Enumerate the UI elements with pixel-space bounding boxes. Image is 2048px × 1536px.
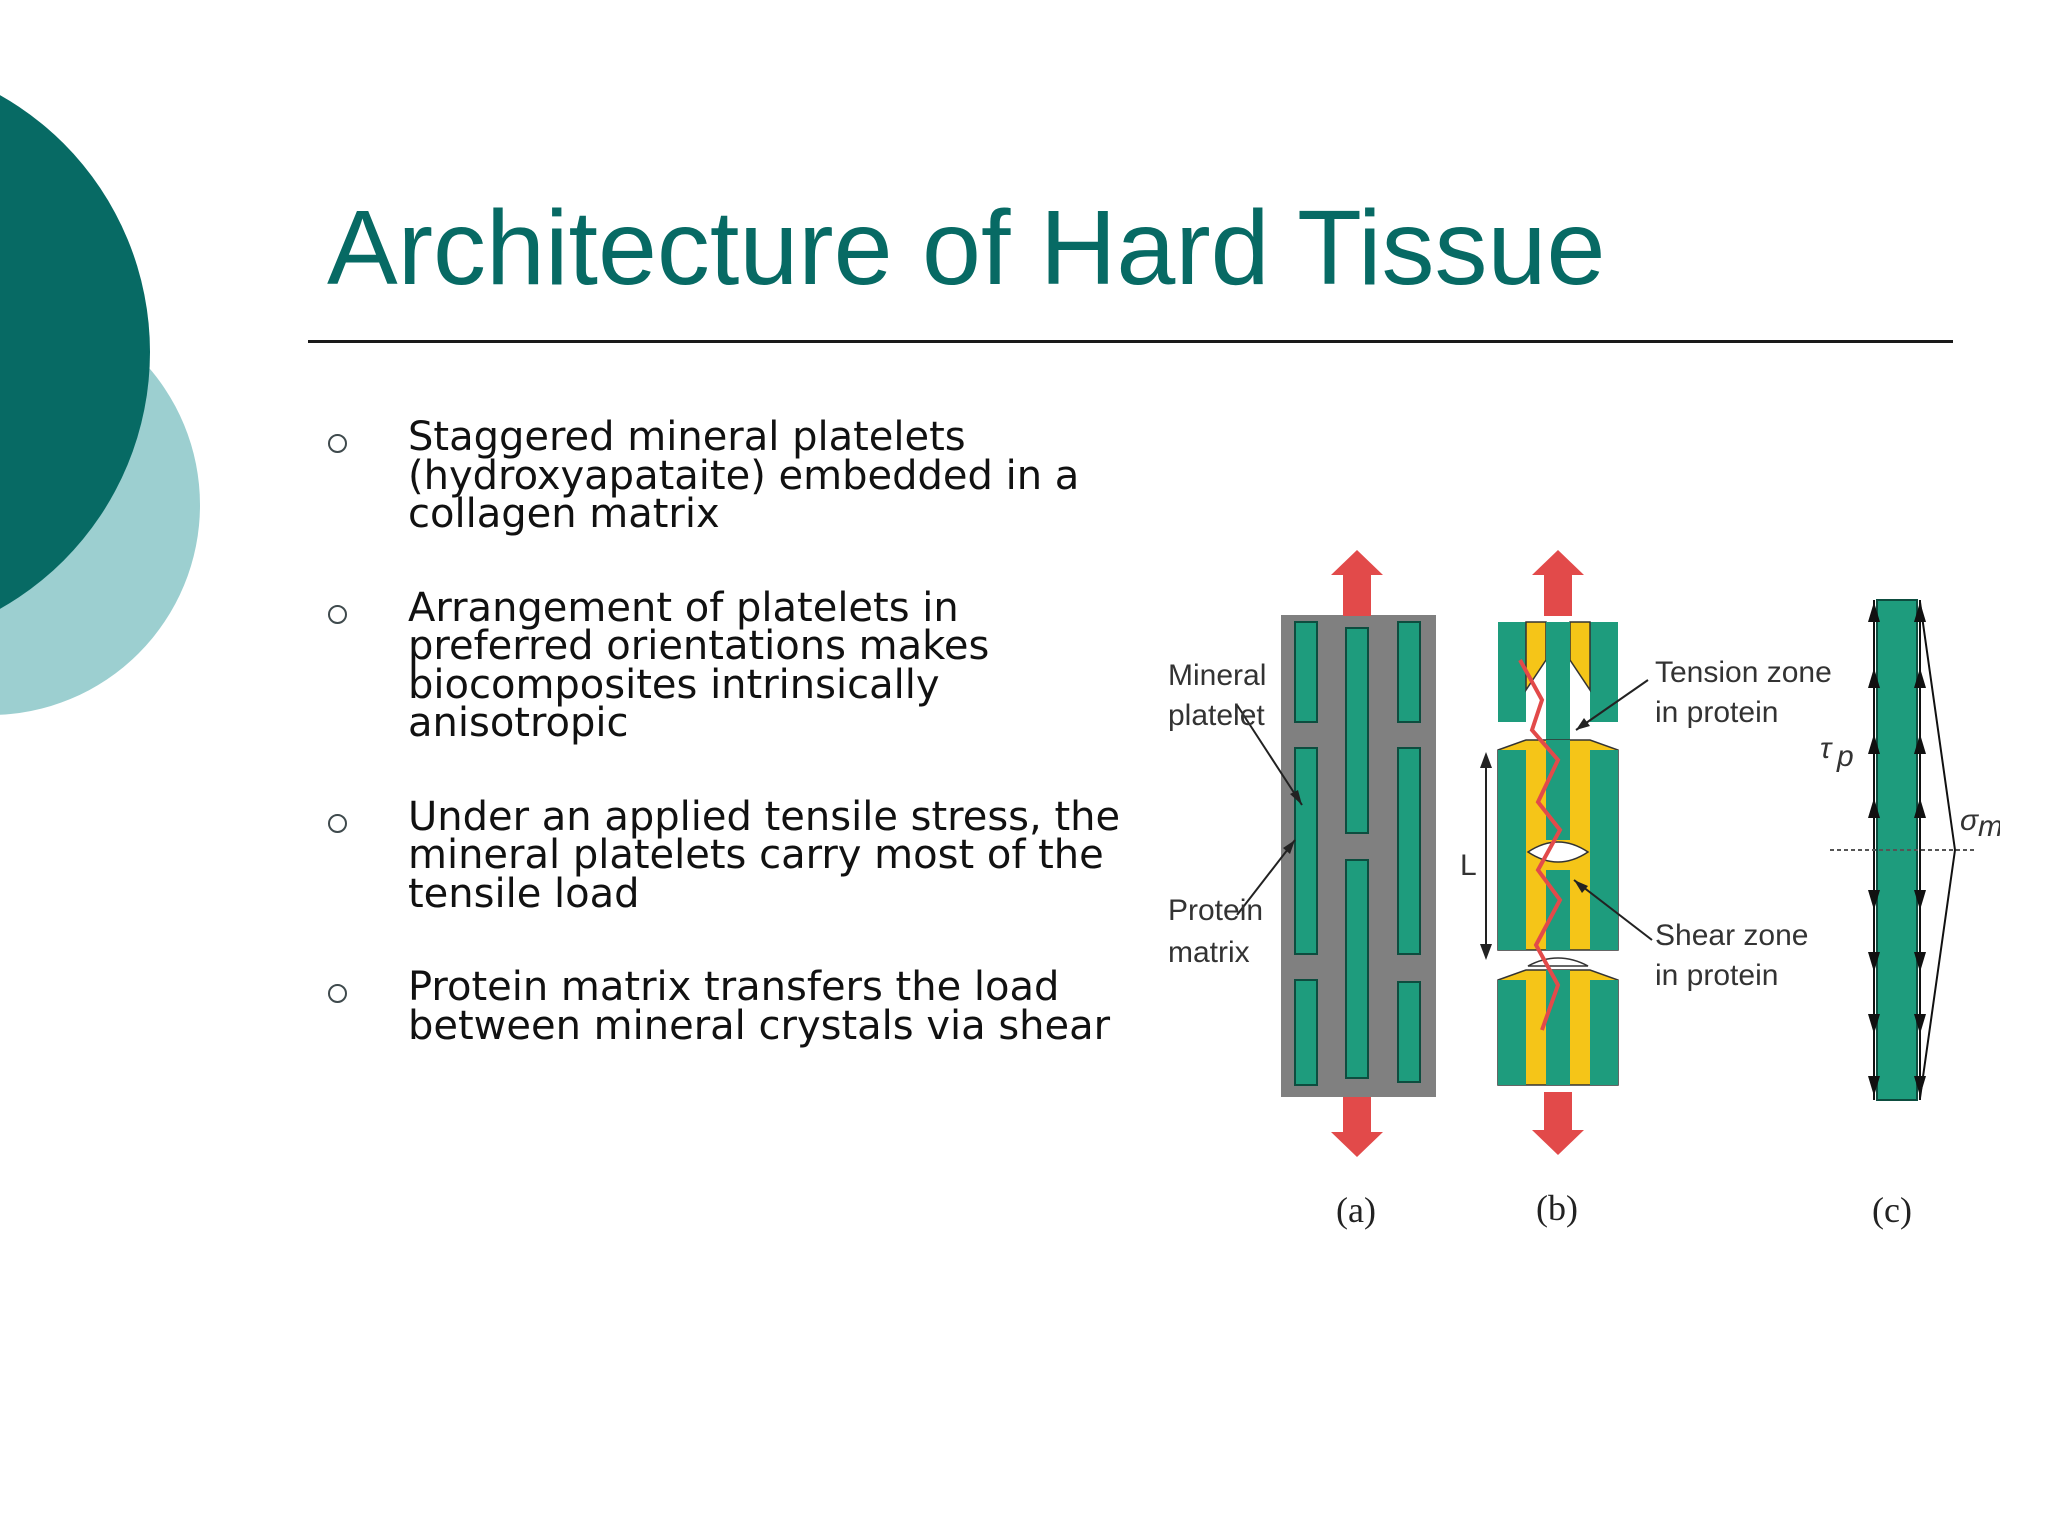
tension-arrow-up-icon xyxy=(1331,550,1383,616)
label-protein-matrix-1: Protein xyxy=(1168,894,1263,927)
label-shear-zone-2: in protein xyxy=(1655,959,1778,992)
mineral-platelet xyxy=(1294,621,1318,723)
dark-circle xyxy=(0,95,150,609)
bullet-item: Staggered mineral platelets (hydroxyapat… xyxy=(328,414,1128,537)
panel-b: L Tension zone in protein Shear zone in … xyxy=(1460,550,1832,1155)
mineral-platelet xyxy=(1345,859,1369,1079)
tension-arrow-up-icon xyxy=(1532,550,1584,616)
mineral-platelet xyxy=(1345,627,1369,834)
bullet-text: Staggered mineral platelets (hydroxyapat… xyxy=(408,414,1080,537)
label-tension-zone-2: in protein xyxy=(1655,696,1778,729)
bullet-item: Under an applied tensile stress, the min… xyxy=(328,793,1128,917)
caption-b: (b) xyxy=(1536,1188,1578,1228)
mineral-platelet xyxy=(1294,747,1318,955)
label-protein-matrix-2: matrix xyxy=(1168,936,1250,969)
mineral-platelet xyxy=(1397,981,1421,1083)
label-sigma-sub: m xyxy=(1978,810,2000,843)
label-mineral-platelet-2: platelet xyxy=(1168,699,1265,732)
decorative-circles xyxy=(0,0,220,820)
bullet-list: Staggered mineral platelets (hydroxyapat… xyxy=(328,414,1128,1100)
bullet-text: Protein matrix transfers the load betwee… xyxy=(408,964,1111,1049)
label-tau-sub: p xyxy=(1836,740,1854,773)
panel-c: τ p σ m xyxy=(1820,599,2000,1101)
label-tension-zone-1: Tension zone xyxy=(1655,656,1832,689)
label-tau: τ xyxy=(1820,732,1833,765)
hollow-circle-bullet-icon xyxy=(328,813,347,833)
hollow-circle-bullet-icon xyxy=(328,604,347,624)
bullet-text: Under an applied tensile stress, the min… xyxy=(408,793,1121,917)
panel-a: Mineral platelet Protein matrix xyxy=(1168,550,1436,1157)
mineral-platelet xyxy=(1294,979,1318,1086)
normal-stress-profile xyxy=(1919,601,1957,1099)
caption-a: (a) xyxy=(1336,1190,1376,1230)
mineral-platelet xyxy=(1397,621,1421,723)
label-shear-zone-1: Shear zone xyxy=(1655,919,1808,952)
label-length: L xyxy=(1460,849,1477,882)
hollow-circle-bullet-icon xyxy=(328,434,347,453)
title-divider xyxy=(308,340,1953,343)
tension-arrow-down-icon xyxy=(1331,1097,1383,1157)
label-mineral-platelet-1: Mineral xyxy=(1168,659,1266,692)
mineral-platelet xyxy=(1397,747,1421,955)
hollow-circle-bullet-icon xyxy=(328,984,347,1003)
slide-title: Architecture of Hard Tissue xyxy=(327,189,1606,307)
caption-c: (c) xyxy=(1872,1190,1912,1230)
bone-structure-figure: Mineral platelet Protein matrix xyxy=(1140,540,2000,1240)
bullet-item: Arrangement of platelets in preferred or… xyxy=(328,584,1128,746)
tension-arrow-down-icon xyxy=(1532,1092,1584,1155)
bullet-text: Arrangement of platelets in preferred or… xyxy=(408,584,990,746)
label-sigma: σ xyxy=(1960,804,1980,837)
load-transfer-path xyxy=(1518,659,1563,1031)
bullet-item: Protein matrix transfers the load betwee… xyxy=(328,964,1128,1049)
